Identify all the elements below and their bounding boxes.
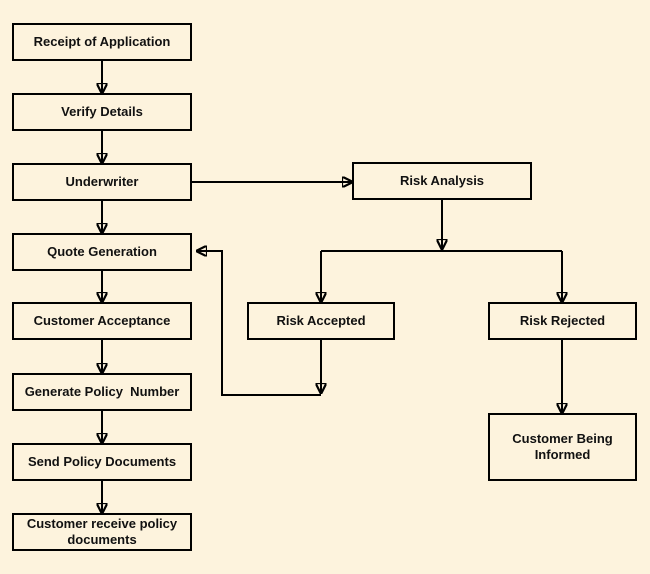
node-quote-generation: Quote Generation — [12, 233, 192, 271]
node-label: Customer Being Informed — [512, 431, 617, 462]
node-label: Risk Accepted — [276, 313, 366, 328]
node-label: Customer Acceptance — [33, 313, 171, 328]
node-label: Risk Rejected — [519, 313, 606, 328]
node-risk-accepted: Risk Accepted — [247, 302, 395, 340]
node-label: Send Policy Documents — [27, 454, 177, 469]
node-customer-receive-policy-documents: Customer receive policy documents — [12, 513, 192, 551]
node-customer-acceptance: Customer Acceptance — [12, 302, 192, 340]
node-label: Quote Generation — [47, 244, 157, 259]
node-label: Underwriter — [65, 174, 139, 189]
node-customer-being-informed: Customer Being Informed — [488, 413, 637, 481]
node-verify-details: Verify Details — [12, 93, 192, 131]
node-label: Receipt of Application — [33, 34, 171, 49]
node-label: Customer receive policy documents — [26, 516, 181, 547]
node-generate-policy-number: Generate Policy Number — [12, 373, 192, 411]
node-underwriter: Underwriter — [12, 163, 192, 201]
node-risk-rejected: Risk Rejected — [488, 302, 637, 340]
node-label: Generate Policy Number — [24, 384, 180, 399]
node-label: Verify Details — [61, 104, 143, 119]
node-risk-analysis: Risk Analysis — [352, 162, 532, 200]
node-send-policy-documents: Send Policy Documents — [12, 443, 192, 481]
node-receipt-of-application: Receipt of Application — [12, 23, 192, 61]
node-label: Risk Analysis — [399, 173, 485, 188]
